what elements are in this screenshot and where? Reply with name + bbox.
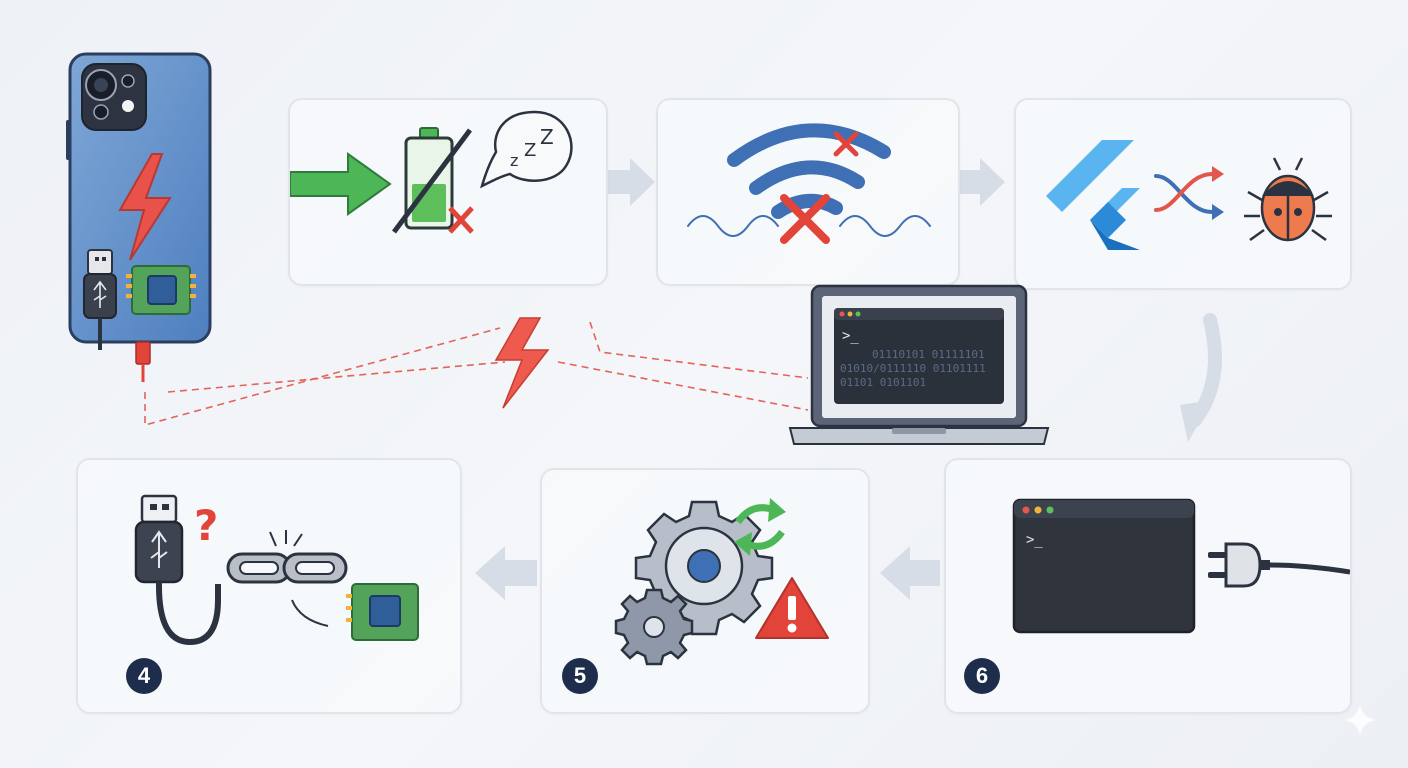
card-step-6: >_ 6: [944, 458, 1352, 714]
step-number-badge: 5: [562, 658, 598, 694]
bug-icon: [1244, 157, 1332, 242]
terminal-prompt: >_: [1026, 532, 1043, 548]
laptop-terminal-prompt: >_: [842, 328, 859, 344]
svg-text:Z: Z: [540, 125, 554, 149]
svg-text:z: z: [510, 151, 518, 170]
laptop: >_ 01110101 01111101 01010/0111110 01101…: [788, 284, 1050, 454]
battery-disabled-icon: [391, 127, 474, 234]
circuit-board-icon: [126, 265, 196, 315]
shuffle-icon: [1154, 166, 1224, 220]
smartphone-icon: [66, 52, 212, 382]
usb-plug-icon: [83, 249, 117, 350]
small-gear-icon: [614, 588, 694, 666]
step-number-badge: 6: [964, 658, 1000, 694]
broken-link-icon: [226, 530, 348, 627]
charging-bolt-icon: [118, 153, 172, 261]
sparkle-icon: [1344, 704, 1376, 736]
card-step-5: 5: [540, 468, 870, 714]
laptop-icon: >_ 01110101 01111101 01010/0111110 01101…: [788, 284, 1050, 445]
card-step-4: ? 4: [76, 458, 462, 714]
terminal-window-icon: >_: [1012, 498, 1196, 634]
card-wifi-off: [656, 98, 960, 286]
circuit-board-icon: [346, 583, 419, 641]
lightning-bolt-icon: [494, 317, 550, 409]
flow-arrow-top-2: [957, 158, 1005, 206]
binary-line-2: 01010/0111110 01101111: [840, 362, 986, 375]
question-mark-icon: ?: [194, 501, 218, 550]
wifi-off-icon: [687, 123, 931, 244]
warning-icon: [755, 577, 829, 639]
arrow-right-icon: [290, 152, 392, 216]
power-plug-icon: [1208, 542, 1350, 588]
usb-cable-icon: [134, 494, 221, 646]
flow-arrow-top-1: [605, 158, 655, 206]
svg-text:Z: Z: [524, 140, 536, 161]
flutter-logo-icon: [1046, 140, 1140, 250]
card-flutter-bug: [1014, 98, 1352, 290]
smartphone: [60, 50, 220, 400]
card-battery-sleep: z Z Z: [288, 98, 608, 286]
flow-arrow-curve: [1180, 313, 1222, 442]
sleep-bubble-icon: z Z Z: [480, 110, 573, 189]
binary-line-3: 01101 0101101: [840, 376, 926, 389]
svg-text:?: ?: [194, 501, 218, 550]
step-number-badge: 4: [126, 658, 162, 694]
dashed-connection-lines: [144, 321, 809, 427]
flow-arrow-bottom-2: [475, 546, 537, 600]
binary-line-1: 01110101 01111101: [872, 348, 985, 361]
flow-arrow-bottom-1: [880, 546, 940, 600]
